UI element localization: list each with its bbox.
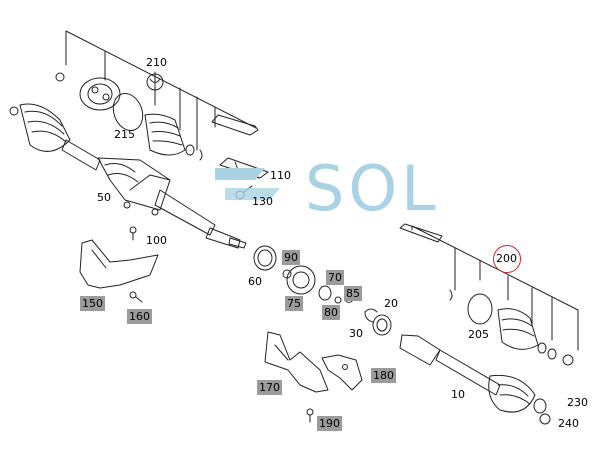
bracket-180 [321,354,363,391]
right-drive-shaft [399,334,551,425]
right-joint-bracket [399,223,579,366]
callout-75: 75 [285,296,303,311]
callout-90: 90 [282,250,300,265]
callout-150: 150 [80,296,105,311]
callout-170: 170 [257,380,282,395]
callout-200: 200 [496,252,517,265]
callout-130: 130 [252,195,273,208]
callout-85: 85 [344,286,362,301]
watermark-text: SOL [305,152,440,225]
callout-10: 10 [451,388,465,401]
callout-180: 180 [371,368,396,383]
ring-30 [372,314,392,336]
callout-80: 80 [322,305,340,320]
inner-cv-joint [55,72,144,131]
callout-230: 230 [567,396,588,409]
callout-215: 215 [114,128,135,141]
callout-190: 190 [317,416,342,431]
callout-160: 160 [127,309,152,324]
bolt-100 [129,226,137,241]
heat-shield-170 [264,331,329,393]
heat-shield-150 [79,239,159,289]
ring-60 [253,245,277,271]
highlight-ring [493,245,521,273]
callout-100: 100 [146,234,167,247]
sol-logo-mark [215,168,280,200]
callout-210: 210 [146,56,167,69]
bolt-160 [129,291,143,303]
callout-70: 70 [326,270,344,285]
boot-215 [144,113,259,161]
callout-110: 110 [270,169,291,182]
callout-60: 60 [248,275,262,288]
callout-30: 30 [349,327,363,340]
snap-ring-20 [364,308,378,323]
upper-joint-bracket [65,30,257,151]
bearing-75 [282,265,316,295]
left-drive-shaft [9,103,247,249]
callout-50: 50 [97,191,111,204]
callout-20: 20 [384,297,398,310]
callout-205: 205 [468,328,489,341]
circlip-210 [146,73,164,91]
callout-240: 240 [558,417,579,430]
bolt-190 [306,408,314,423]
